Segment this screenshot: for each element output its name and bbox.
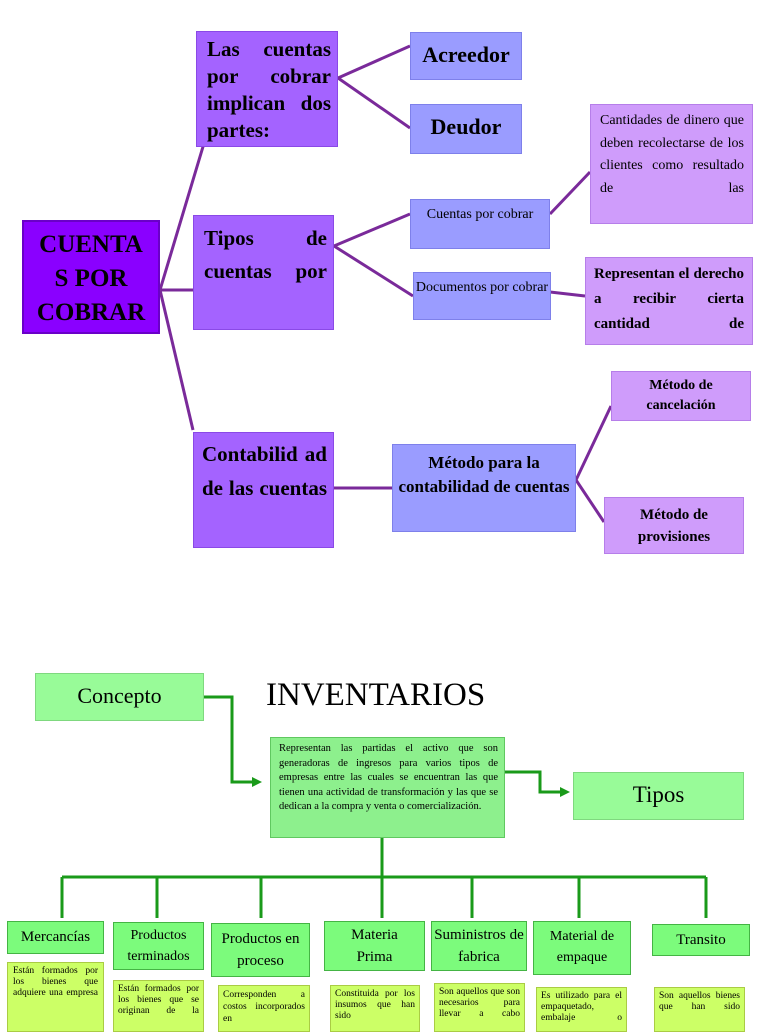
desc-cuentas-por-cobrar: Cantidades de dinero que deben recolecta… (590, 104, 753, 224)
node-deudor-label: Deudor (430, 114, 502, 139)
desc-productos-terminados: Están formados por los bienes que se ori… (113, 980, 204, 1032)
node-metodo-contabilidad: Método para la contabilidad de cuentas (392, 444, 576, 532)
type-materia-prima-label: Materia Prima (351, 927, 398, 965)
node-metodo-provisiones-label: Método de provisiones (637, 507, 711, 545)
type-productos-en-proceso-label: Productos en proceso (221, 931, 300, 969)
type-suministros: Suministros de fabrica (431, 921, 527, 971)
type-materia-prima: Materia Prima (324, 921, 425, 971)
desc-suministros-text: Son aquellos que son necesarios para lle… (439, 987, 520, 1019)
inventarios-title-text: INVENTARIOS (266, 677, 486, 713)
type-productos-terminados: Productos terminados (113, 922, 204, 970)
green-arrowheads (252, 777, 570, 797)
node-documentos-por-cobrar: Documentos por cobrar (413, 272, 551, 320)
root-line-1: CUENTA (39, 231, 143, 258)
desc-mercancias: Están formados por los bienes que adquie… (7, 962, 104, 1032)
desc-mercancias-text: Están formados por los bienes que adquie… (13, 966, 98, 998)
type-material-empaque-label: Material de empaque (549, 929, 615, 965)
branch-accounting-text: Contabilid ad de las cuentas (202, 442, 327, 500)
concepto-label: Concepto (77, 683, 162, 708)
green-connectors (60, 695, 708, 918)
type-productos-en-proceso: Productos en proceso (211, 923, 310, 977)
node-acreedor-label: Acreedor (422, 42, 510, 67)
inventarios-title: INVENTARIOS (266, 674, 516, 716)
node-metodo-cancelacion-label: Método de cancelación (646, 378, 716, 413)
type-productos-terminados-label: Productos terminados (127, 928, 190, 964)
desc-productos-en-proceso-text: Corresponden a costos incorporados en (223, 990, 305, 1024)
desc-cuentas-por-cobrar-text: Cantidades de dinero que deben recolecta… (600, 113, 744, 196)
desc-transito: Son aquellos bienes que han sido (654, 987, 745, 1032)
desc-material-empaque: Es utilizado para el empaquetado, embala… (536, 987, 627, 1032)
node-deudor: Deudor (410, 104, 522, 154)
desc-material-empaque-text: Es utilizado para el empaquetado, embala… (541, 991, 622, 1023)
type-mercancias-label: Mercancías (20, 929, 91, 945)
node-metodo-contabilidad-label: Método para la contabilidad de cuentas (398, 453, 570, 496)
type-mercancias: Mercancías (7, 921, 104, 954)
node-cuentas-por-cobrar-label: Cuentas por cobrar (426, 207, 534, 222)
branch-parties: Las cuentas por cobrar implican dos part… (196, 31, 338, 147)
concepto-box: Concepto (35, 673, 204, 721)
branch-types-text: Tipos de cuentas por (204, 226, 327, 283)
root-line-2: S POR (54, 265, 128, 292)
desc-transito-text: Son aquellos bienes que han sido (659, 991, 740, 1012)
type-material-empaque: Material de empaque (533, 921, 631, 975)
desc-productos-en-proceso: Corresponden a costos incorporados en (218, 985, 310, 1032)
node-metodo-cancelacion: Método de cancelación (611, 371, 751, 421)
branch-types: Tipos de cuentas por (193, 215, 334, 330)
tipos-label: Tipos (632, 782, 685, 807)
node-cuentas-por-cobrar: Cuentas por cobrar (410, 199, 550, 249)
purple-connectors (158, 44, 613, 523)
root-line-3: COBRAR (36, 299, 146, 326)
root-node: CUENTA S POR COBRAR (22, 220, 160, 334)
tipos-box: Tipos (573, 772, 744, 820)
desc-productos-terminados-text: Están formados por los bienes que se ori… (118, 984, 199, 1016)
type-transito-label: Transito (676, 932, 726, 948)
desc-suministros: Son aquellos que son necesarios para lle… (434, 983, 525, 1032)
desc-documentos-por-cobrar: Representan el derecho a recibir cierta … (585, 257, 753, 345)
desc-documentos-por-cobrar-text: Representan el derecho a recibir cierta … (594, 266, 744, 332)
concepto-description: Representan las partidas el activo que s… (270, 737, 505, 838)
type-suministros-label: Suministros de fabrica (434, 927, 524, 965)
node-metodo-provisiones: Método de provisiones (604, 497, 744, 554)
desc-materia-prima-text: Constituida por los insumos que han sido (335, 989, 415, 1021)
node-documentos-por-cobrar-label: Documentos por cobrar (415, 280, 549, 295)
branch-parties-text: Las cuentas por cobrar implican dos part… (207, 37, 331, 142)
type-transito: Transito (652, 924, 750, 956)
desc-materia-prima: Constituida por los insumos que han sido (330, 985, 420, 1032)
node-acreedor: Acreedor (410, 32, 522, 80)
branch-accounting: Contabilid ad de las cuentas (193, 432, 334, 548)
concepto-description-text: Representan las partidas el activo que s… (279, 743, 498, 812)
